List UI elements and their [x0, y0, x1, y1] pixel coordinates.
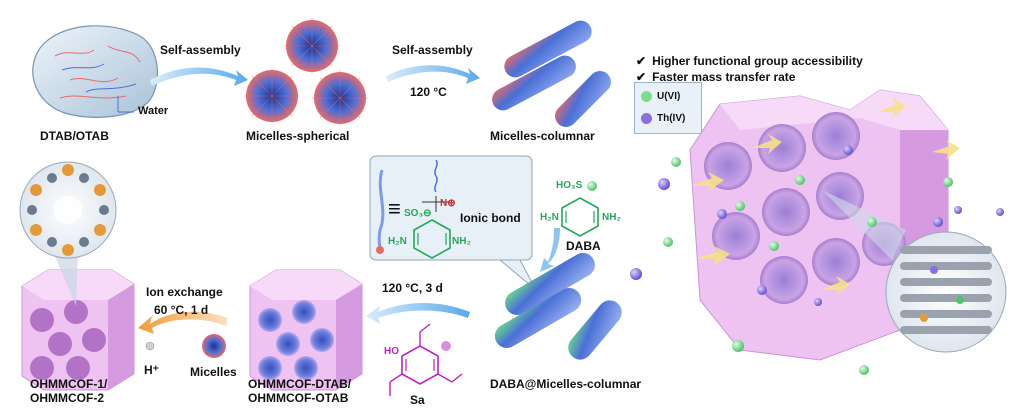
label-sa: Sa: [410, 393, 425, 407]
equiv-symbol: ≡: [388, 196, 401, 221]
cof-pore-zoom: [19, 161, 117, 259]
arrow-self-assembly-1: [150, 67, 248, 86]
dtab-otab-droplet: [32, 25, 158, 118]
chem-nh2-daba: NH₂: [602, 212, 621, 223]
arrow-ion-exchange: [138, 311, 228, 334]
label-ion-exchange: Ion exchange: [146, 285, 223, 299]
chem-so3: SO₃⊖: [404, 208, 432, 219]
uranium-dot-icon: [641, 91, 652, 102]
micelle-small: [202, 334, 226, 358]
label-temp-120: 120 °C: [410, 85, 447, 99]
check-icon: ✔: [636, 70, 647, 84]
legend-u: U(VI): [641, 91, 680, 102]
label-micelles: Micelles: [190, 365, 237, 379]
label-dtab-otab: DTAB/OTAB: [40, 129, 109, 143]
label-daba-micelles: DABA@Micelles-columnar: [490, 377, 642, 391]
sa-molecule: [389, 323, 463, 396]
label-hplus: H⁺: [144, 363, 159, 377]
ion-scatter: [630, 145, 1004, 375]
ohmmcof-final-block: [21, 254, 135, 391]
honeycomb-cof: [689, 89, 960, 361]
label-self-assembly-1: Self-assembly: [160, 43, 241, 57]
label-ohmmcof-final: OHMMCOF-1/ OHMMCOF-2: [30, 377, 108, 405]
chem-nh2-box: NH₂: [452, 236, 471, 247]
label-self-assembly-2: Self-assembly: [392, 43, 473, 57]
ohmmcof-dtab-block: [249, 269, 363, 391]
ionic-bond-panel: [369, 155, 537, 291]
chem-h2n-box: H₂N: [388, 236, 407, 247]
ion-legend: U(VI) Th(IV): [634, 82, 702, 134]
chem-so3h: HO₃S: [556, 180, 583, 191]
thorium-dot-icon: [641, 113, 652, 124]
chem-h2n-daba: H₂N: [540, 212, 559, 223]
label-micelles-columnar: Micelles-columnar: [490, 129, 595, 143]
label-ohmmcof-dtab: OHMMCOF-DTAB/ OHMMCOF-OTAB: [248, 377, 352, 405]
daba-micelles-graphic: [494, 253, 622, 360]
label-daba: DABA: [566, 239, 601, 253]
label-cond-1d: 60 °C, 1 d: [154, 303, 209, 317]
feature-1: ✔Higher functional group accessibility: [636, 54, 863, 68]
label-water: Water: [138, 105, 169, 117]
check-icon: ✔: [636, 54, 647, 68]
chem-n-plus: N⊕: [440, 198, 456, 209]
label-ionic-bond: Ionic bond: [460, 211, 521, 225]
arrow-self-assembly-2: [386, 65, 480, 84]
legend-th: Th(IV): [641, 113, 685, 124]
daba-molecule: [561, 181, 599, 237]
stacked-layer-zoom: [822, 190, 1007, 353]
arrow-120c-3d: [366, 303, 470, 324]
label-cond-3d: 120 °C, 3 d: [382, 281, 443, 295]
label-micelles-spherical: Micelles-spherical: [246, 129, 350, 143]
micelles-columnar-graphic: [492, 20, 611, 127]
proton-dot: [145, 341, 155, 351]
arrow-to-daba-micelles: [540, 228, 560, 272]
micelles-spherical-graphic: [244, 18, 368, 126]
chem-ho: HO: [384, 346, 399, 357]
feature-2: ✔Faster mass transfer rate: [636, 70, 796, 84]
